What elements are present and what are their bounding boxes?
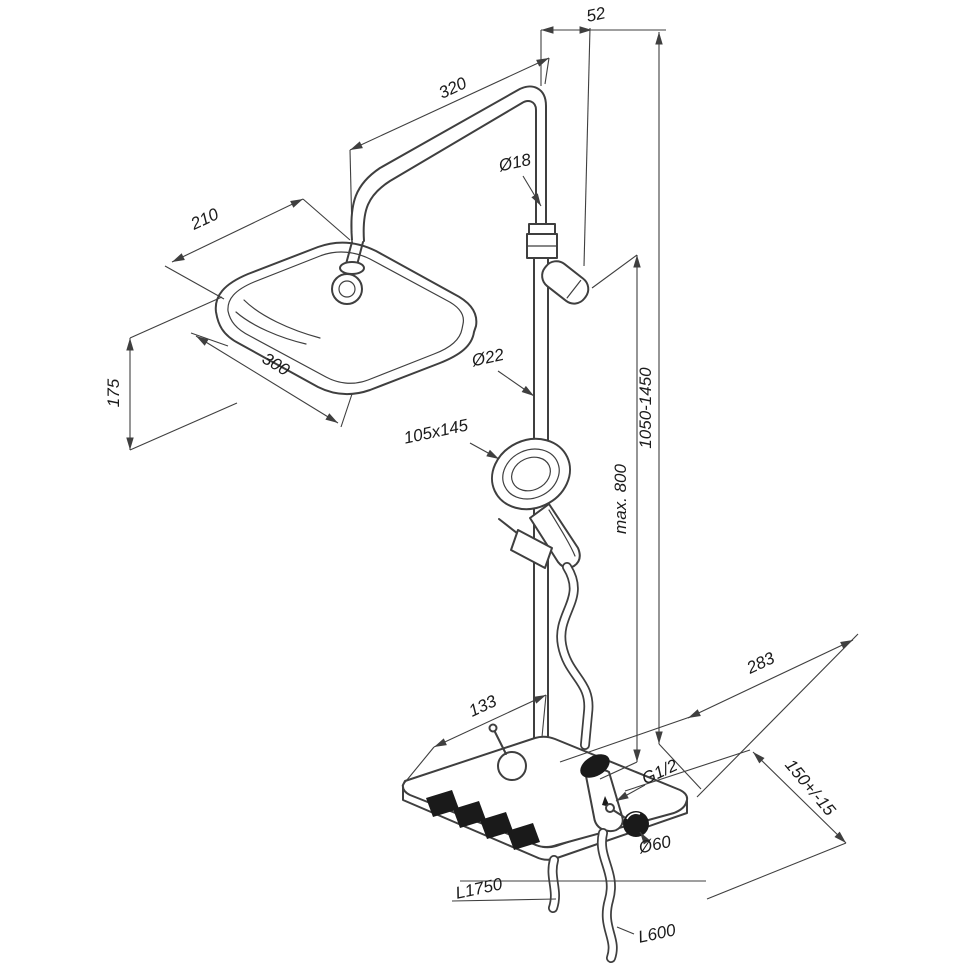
shelf-inset-square <box>507 823 540 850</box>
dim-133-label: 133 <box>466 691 500 720</box>
dim-175-label: 175 <box>104 378 123 407</box>
hand-shower-holder <box>498 518 553 569</box>
hand-sprayer <box>580 754 624 833</box>
leader-l600 <box>616 926 635 935</box>
control-knob <box>605 803 649 837</box>
dim-300-line <box>195 335 339 424</box>
leader-hand-shower <box>469 442 500 460</box>
shower-hose-upper <box>556 562 594 750</box>
leader-l1750 <box>451 898 557 902</box>
dim-210-label: 210 <box>187 204 222 234</box>
dim-52-label: 52 <box>585 3 608 26</box>
dimension-lines <box>126 26 859 935</box>
dim-l1750-label: L1750 <box>454 874 505 903</box>
dim-dia22-label: Ø22 <box>469 345 506 371</box>
dim-1050-1450-label: 1050-1450 <box>636 367 655 449</box>
shelf-inset-square <box>426 790 459 817</box>
leader-dia18 <box>522 175 542 207</box>
rain-shower-head <box>214 241 478 395</box>
leader-g12 <box>615 784 646 802</box>
mixer-lever-knob <box>488 723 498 733</box>
shelf-inset-square <box>453 801 486 828</box>
dim-133-line <box>433 694 547 748</box>
sprayer-hose <box>596 828 618 963</box>
riser-collar-upper <box>528 223 556 235</box>
hand-shower-handle <box>529 503 581 569</box>
dim-max800-label: max. 800 <box>611 463 630 533</box>
dim-150-line <box>752 751 847 844</box>
shelf-inset-square <box>480 812 513 839</box>
leader-dia60 <box>639 831 651 845</box>
dim-320-line <box>349 57 550 151</box>
dim-210-line <box>171 198 304 263</box>
dim-dia18-label: Ø18 <box>496 150 533 176</box>
head-ball-joint <box>331 273 363 305</box>
dim-hand-shower-label: 105x145 <box>402 415 470 447</box>
dim-283-label: 283 <box>743 648 778 678</box>
head-ball-joint-collar <box>339 261 365 275</box>
dim-dia60-label: Ø60 <box>636 832 673 858</box>
hand-shower <box>491 437 581 569</box>
dim-l600-label: L600 <box>636 920 677 947</box>
sprayer-head <box>580 754 610 778</box>
dim-320-label: 320 <box>436 73 470 102</box>
dim-283-line <box>687 639 854 719</box>
riser-holder-cylinder <box>541 260 590 305</box>
leader-dia22 <box>497 370 535 397</box>
shower-hose-lower <box>547 855 560 913</box>
